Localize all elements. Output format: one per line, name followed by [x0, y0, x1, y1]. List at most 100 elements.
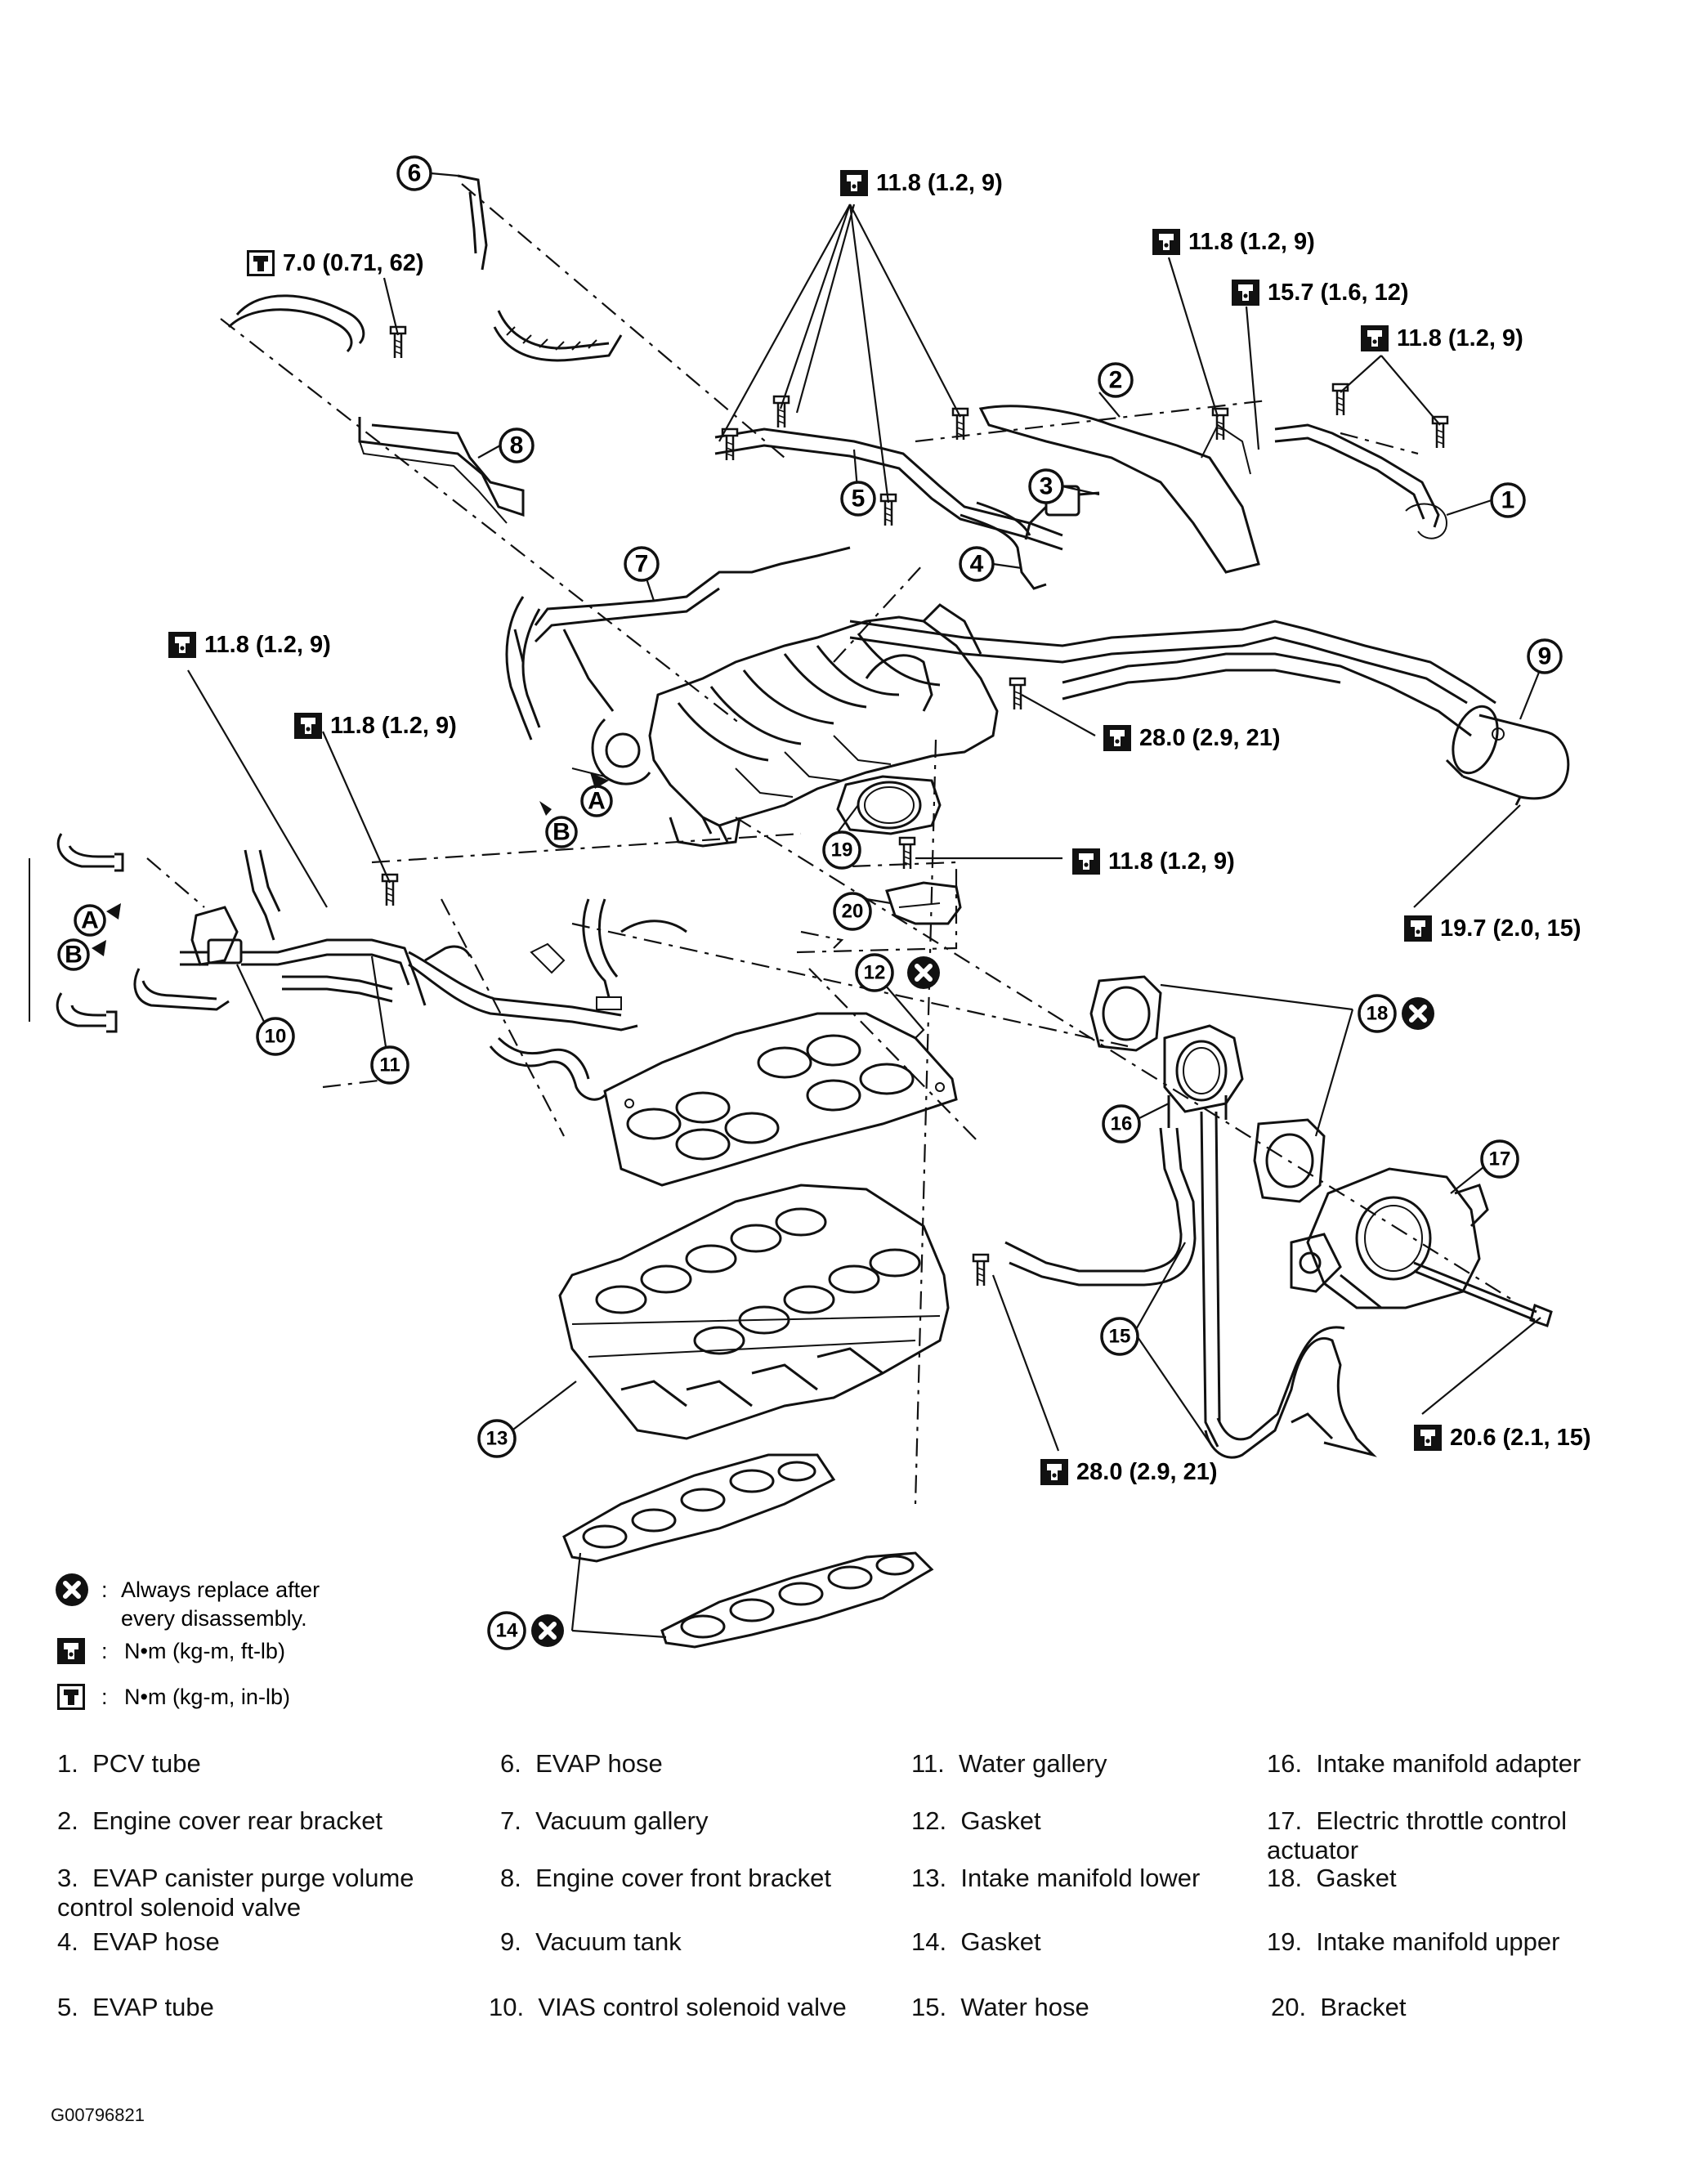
- leader-lines: [187, 172, 1546, 1639]
- torque-spec-15-7: 15.7 (1.6, 12): [1232, 280, 1409, 306]
- callout-17: 17: [1480, 1139, 1519, 1179]
- letter-b-top: B: [545, 816, 578, 848]
- legend-separator: :: [101, 1685, 108, 1709]
- gasket-upper-12: [603, 1012, 958, 1187]
- legend-torque-in: N•m (kg-m, in-lb): [124, 1685, 290, 1709]
- torque-ft-icon: [1040, 1459, 1068, 1485]
- svg-text:20.6 (2.1, 15): 20.6 (2.1, 15): [1450, 1425, 1591, 1451]
- part-item: 3. EVAP canister purge volume control so…: [57, 1864, 414, 1922]
- torque-spec-20-6: 20.6 (2.1, 15): [1414, 1425, 1591, 1451]
- vias-and-water-gallery: [56, 833, 687, 1101]
- callout-5: 5: [840, 481, 876, 517]
- svg-text:4: 4: [970, 551, 984, 578]
- replace-icon: [907, 956, 940, 989]
- part-item: 13. Intake manifold lower: [911, 1864, 1201, 1892]
- svg-text:2: 2: [1109, 367, 1123, 394]
- part-item: 8. Engine cover front bracket: [500, 1864, 831, 1892]
- callout-6: 6: [396, 155, 432, 191]
- svg-text:3: 3: [1040, 473, 1053, 500]
- torque-spec-28-0-lower: 28.0 (2.9, 21): [1040, 1459, 1218, 1485]
- callout-14: 14: [487, 1611, 526, 1650]
- connection-letters: A B A B: [57, 768, 613, 971]
- svg-text:14: 14: [496, 1620, 518, 1642]
- replace-icon: [1402, 997, 1434, 1030]
- part-item: 9. Vacuum tank: [500, 1927, 682, 1956]
- part-item: 19. Intake manifold upper: [1267, 1927, 1560, 1956]
- torque-spec-left-2: 11.8 (1.2, 9): [294, 713, 457, 739]
- part-name: VIAS control solenoid valve: [538, 1993, 847, 2021]
- callout-13: 13: [477, 1419, 517, 1458]
- torque-specs: 11.8 (1.2, 9) 7.0 (0.71, 62) 11.8 (1.2, …: [168, 170, 1591, 1485]
- throttle-side-assembly: [1004, 975, 1553, 1459]
- callouts: 1 2 3 4 5 6 7 8 9 10 11 12 13 14 15 16 1…: [256, 155, 1563, 1650]
- part-item: 4. EVAP hose: [57, 1927, 220, 1956]
- part-item: 15. Water hose: [911, 1993, 1089, 2021]
- replace-marks: [531, 956, 1434, 1647]
- torque-ft-icon: [1361, 325, 1389, 351]
- svg-text:19.7 (2.0, 15): 19.7 (2.0, 15): [1440, 915, 1581, 942]
- svg-text:9: 9: [1538, 643, 1552, 670]
- callout-7: 7: [624, 546, 660, 582]
- callout-3: 3: [1028, 468, 1064, 504]
- letter-a-top: A: [580, 785, 613, 817]
- part-item: 18. Gasket: [1267, 1864, 1397, 1892]
- part-name: EVAP tube: [92, 1993, 214, 2021]
- callout-8: 8: [499, 427, 535, 463]
- part-name: Engine cover rear bracket: [92, 1806, 383, 1835]
- callout-20: 20: [833, 892, 872, 931]
- callout-2: 2: [1098, 362, 1134, 398]
- part-name: PCV tube: [92, 1749, 201, 1778]
- callout-11: 11: [370, 1045, 409, 1085]
- torque-spec-left-1: 11.8 (1.2, 9): [168, 632, 331, 658]
- svg-text:11.8 (1.2, 9): 11.8 (1.2, 9): [1108, 848, 1235, 875]
- part-name: Intake manifold lower: [960, 1864, 1201, 1892]
- svg-text:A: A: [588, 788, 606, 815]
- svg-text:B: B: [65, 942, 83, 969]
- callout-12: 12: [855, 953, 894, 992]
- svg-text:11.8 (1.2, 9): 11.8 (1.2, 9): [204, 632, 331, 658]
- replace-icon: [531, 1614, 564, 1647]
- torque-ft-icon: [1232, 280, 1259, 306]
- torque-spec-19-7: 19.7 (2.0, 15): [1404, 915, 1581, 942]
- svg-text:28.0 (2.9, 21): 28.0 (2.9, 21): [1139, 725, 1281, 751]
- svg-text:17: 17: [1489, 1148, 1511, 1170]
- part-name: Intake manifold upper: [1316, 1927, 1560, 1956]
- part-name: EVAP canister purge volume control solen…: [57, 1864, 414, 1922]
- torque-spec-right-1: 11.8 (1.2, 9): [1152, 229, 1315, 255]
- intake-manifold-upper: [591, 603, 999, 925]
- part-item: 6. EVAP hose: [500, 1749, 663, 1778]
- torque-spec-right-2: 11.8 (1.2, 9): [1361, 325, 1523, 351]
- part-name: Gasket: [1316, 1864, 1397, 1892]
- letter-b-left: B: [57, 938, 90, 971]
- part-name: Vacuum gallery: [535, 1806, 709, 1835]
- svg-text:7: 7: [635, 551, 649, 578]
- part-name: Engine cover front bracket: [535, 1864, 831, 1892]
- part-item: 14. Gasket: [911, 1927, 1041, 1956]
- svg-text:15.7 (1.6, 12): 15.7 (1.6, 12): [1268, 280, 1409, 306]
- svg-text:5: 5: [852, 486, 866, 512]
- svg-text:11.8 (1.2, 9): 11.8 (1.2, 9): [1397, 325, 1523, 351]
- legend-separator: :: [101, 1578, 108, 1602]
- svg-text:6: 6: [408, 160, 422, 187]
- svg-text:7.0 (0.71, 62): 7.0 (0.71, 62): [283, 250, 424, 276]
- torque-ft-icon: [840, 170, 868, 196]
- torque-spec-28-0-upper: 28.0 (2.9, 21): [1103, 725, 1281, 751]
- part-name: EVAP hose: [535, 1749, 663, 1778]
- part-item: 10. VIAS control solenoid valve: [489, 1993, 847, 2021]
- part-name: Vacuum tank: [535, 1927, 682, 1956]
- legend-replace-line-1: Always replace after: [121, 1578, 320, 1602]
- part-name: Water gallery: [959, 1749, 1107, 1778]
- callout-10: 10: [256, 1017, 295, 1056]
- svg-text:11.8 (1.2, 9): 11.8 (1.2, 9): [876, 170, 1003, 196]
- callout-4: 4: [959, 546, 995, 582]
- torque-ft-icon: [1072, 848, 1100, 875]
- part-name: Gasket: [960, 1806, 1041, 1835]
- torque-ft-icon: [1404, 915, 1432, 942]
- torque-spec-7-0: 7.0 (0.71, 62): [247, 250, 424, 276]
- torque-ft-icon: [1152, 229, 1180, 255]
- callout-16: 16: [1102, 1104, 1141, 1143]
- svg-text:16: 16: [1111, 1113, 1133, 1135]
- torque-in-icon: [247, 250, 275, 276]
- svg-text:10: 10: [265, 1026, 287, 1048]
